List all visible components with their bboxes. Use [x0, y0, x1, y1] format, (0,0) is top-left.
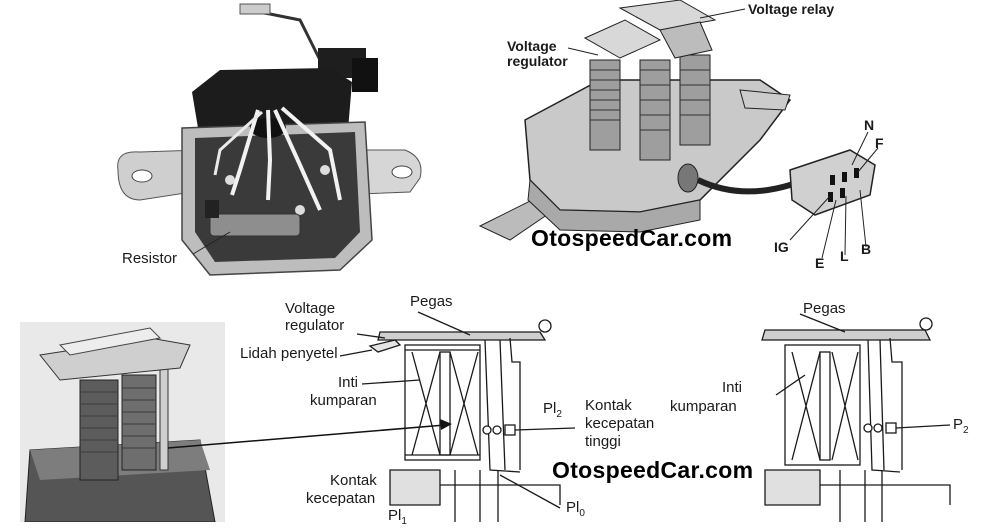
terminal-ig-label: IG [774, 239, 789, 255]
br-p2-sub: 2 [963, 425, 969, 436]
bm-pegas-label: Pegas [410, 293, 453, 310]
bm-kontak-tinggi-line2: kecepatan [585, 415, 655, 432]
br-p2-label: P2 [953, 417, 969, 438]
bm-inti-label-line1: Inti [338, 374, 359, 391]
terminal-f-label: F [875, 135, 884, 151]
bm-pl2-text: Pl [543, 400, 557, 417]
bm-kontak-tinggi-line1: Kontak [585, 397, 632, 414]
br-inti-label-line1: Inti [722, 379, 743, 396]
bm-kontak-rendah-line2: kecepatan [306, 490, 376, 507]
bm-kontak-rendah-line1: Kontak [330, 472, 377, 489]
terminal-b-label: B [861, 241, 872, 257]
watermark-top: OtospeedCar.com [531, 225, 733, 251]
bm-lidah-penyetel-label: Lidah penyetel [240, 345, 338, 362]
br-inti-label-line2: kumparan [670, 398, 737, 415]
resistor-label: Resistor [122, 250, 178, 267]
br-pegas-label: Pegas [803, 300, 846, 317]
bm-pl2-sub: 2 [556, 409, 562, 420]
bm-inti-label-line2: kumparan [310, 392, 377, 409]
bm-pl0-sub: 0 [579, 508, 585, 519]
bm-voltage-regulator-line2: regulator [285, 317, 345, 334]
terminal-l-label: L [840, 248, 849, 264]
bm-pl0-text: Pl [566, 499, 580, 516]
br-p2-text: P [953, 416, 964, 433]
bm-pl0-label: Pl0 [566, 500, 585, 521]
watermark-bottom: OtospeedCar.com [552, 457, 754, 483]
voltage-relay-label: Voltage relay [748, 1, 835, 17]
voltage-regulator-label-line1: Voltage [507, 38, 557, 54]
terminal-n-label: N [864, 117, 875, 133]
bm-pl2-label: Pl2 [543, 401, 562, 422]
terminal-e-label: E [815, 255, 825, 271]
bm-voltage-regulator-line1: Voltage [285, 300, 336, 317]
voltage-regulator-label-line2: regulator [507, 53, 568, 69]
bm-pl1-text: Pl [388, 507, 402, 524]
bm-kontak-tinggi-line3: tinggi [585, 433, 621, 450]
